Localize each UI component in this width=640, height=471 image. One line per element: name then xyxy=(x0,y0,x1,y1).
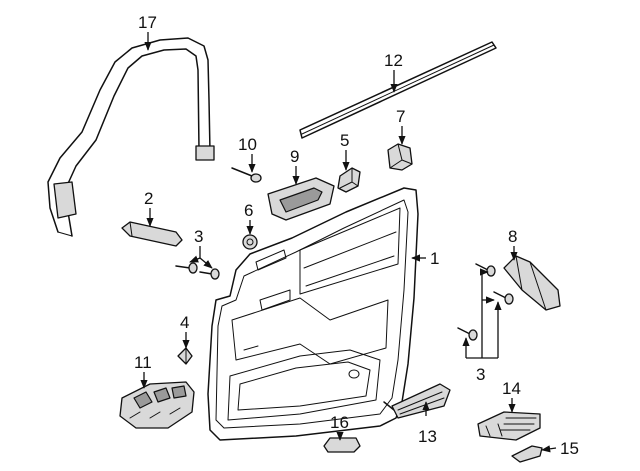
part-6-grommet xyxy=(242,234,258,250)
part-3-fasteners-right xyxy=(457,263,514,341)
part-16-bezel xyxy=(323,437,361,453)
callout-5: 5 xyxy=(340,131,349,150)
callout-1: 1 xyxy=(430,249,439,268)
part-13-reflector xyxy=(383,383,451,419)
callout-7: 7 xyxy=(396,107,405,126)
part-17-pillar-molding xyxy=(47,37,215,237)
callout-9: 9 xyxy=(290,147,299,166)
callout-13: 13 xyxy=(418,427,437,446)
part-14-switch-panel xyxy=(477,411,541,441)
leader-lines xyxy=(140,32,557,453)
part-4-push-pin xyxy=(177,347,193,365)
part-5-clip xyxy=(337,167,361,193)
part-15-clip xyxy=(511,445,543,463)
callout-11: 11 xyxy=(134,353,152,372)
part-12-belt-weatherstrip xyxy=(299,41,497,139)
part-11-switch-assembly xyxy=(119,381,195,429)
callout-3-right: 3 xyxy=(476,365,485,384)
part-10-screw xyxy=(231,167,262,183)
callout-3-left: 3 xyxy=(194,227,203,246)
callout-2: 2 xyxy=(144,189,153,208)
part-9-pull-handle xyxy=(267,177,335,221)
part-7-bracket xyxy=(387,143,413,171)
callout-4: 4 xyxy=(180,313,189,332)
callout-6: 6 xyxy=(244,201,253,220)
callout-16: 16 xyxy=(330,413,349,432)
part-1-door-trim-panel xyxy=(207,187,419,441)
callout-15: 15 xyxy=(560,439,579,458)
callout-17: 17 xyxy=(138,13,157,32)
part-3-fasteners-left xyxy=(175,262,220,280)
callout-numbers: 17 12 7 5 10 9 2 6 3 1 8 4 11 3 14 16 13… xyxy=(134,13,579,458)
callout-10: 10 xyxy=(238,135,257,154)
part-2-trim-piece xyxy=(121,221,183,247)
callout-12: 12 xyxy=(384,51,403,70)
part-8-trim-strip xyxy=(503,255,561,311)
callout-14: 14 xyxy=(502,379,521,398)
callout-8: 8 xyxy=(508,227,517,246)
